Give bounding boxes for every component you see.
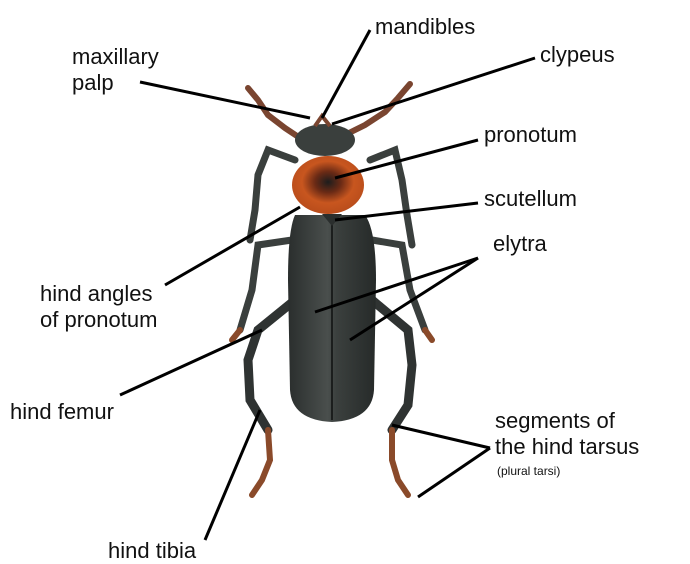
- line-mandibles: [322, 30, 370, 118]
- label-plural-tarsi: (plural tarsi): [497, 464, 560, 478]
- line-maxillary-palp: [140, 82, 310, 118]
- line-hind-femur: [120, 330, 262, 395]
- beetle-pronotum: [292, 156, 364, 214]
- line-tarsus-1: [392, 425, 490, 448]
- label-hind-angles-of-pronotum: hind angles of pronotum: [40, 281, 157, 333]
- line-clypeus: [332, 58, 535, 124]
- line-pronotum: [335, 140, 478, 178]
- label-maxillary-palp: maxillary palp: [72, 44, 159, 96]
- line-tarsus-2: [418, 448, 490, 497]
- label-scutellum: scutellum: [484, 186, 577, 212]
- label-hind-tibia: hind tibia: [108, 538, 196, 564]
- line-hind-tibia: [205, 410, 260, 540]
- label-pronotum: pronotum: [484, 122, 577, 148]
- hind-tarsi: [252, 430, 408, 495]
- label-hind-femur: hind femur: [10, 399, 114, 425]
- label-elytra: elytra: [493, 231, 547, 257]
- beetle-head: [295, 124, 355, 156]
- label-segments-of-hind-tarsus: segments of the hind tarsus: [495, 408, 639, 460]
- line-hind-angles: [165, 207, 300, 285]
- label-mandibles: mandibles: [375, 14, 475, 40]
- label-clypeus: clypeus: [540, 42, 615, 68]
